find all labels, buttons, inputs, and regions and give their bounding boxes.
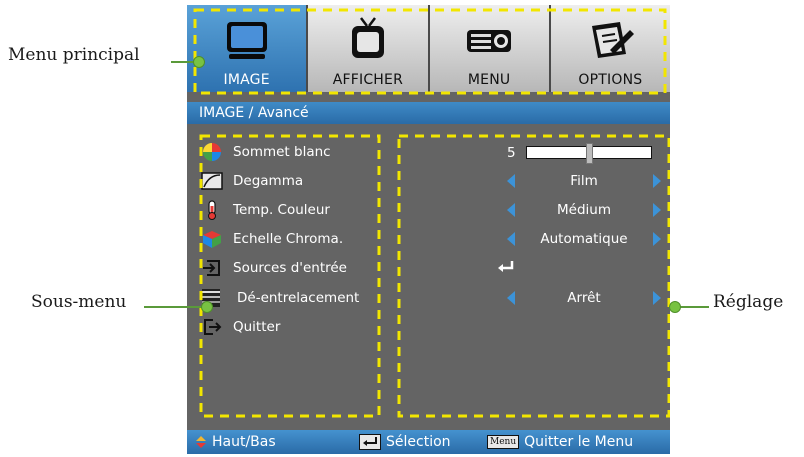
submenu-item-sources-entree[interactable]: Sources d'entrée [201,257,347,279]
callout-dot-menu-principal [193,56,205,68]
enter-key-icon [359,434,381,450]
callout-line-reglage [675,306,709,308]
footer-haut-bas: Haut/Bas [195,430,276,454]
submenu-item-sommet-blanc[interactable]: Sommet blanc [201,141,331,163]
footer-haut-bas-label: Haut/Bas [212,434,276,450]
left-arrow-icon[interactable] [507,291,515,305]
submenu-item-quitter[interactable]: Quitter [201,316,280,338]
callout-dot-reglage [669,301,681,313]
menu-key-icon: Menu [487,435,520,449]
callout-sous-menu: Sous-menu [31,292,127,312]
tab-menu[interactable]: MENU [429,5,549,92]
sommet-blanc-slider-knob[interactable] [586,143,593,164]
tab-image[interactable]: IMAGE [187,5,307,92]
tab-options-label: OPTIONS [578,72,643,88]
submenu-item-echelle-chroma[interactable]: Echelle Chroma. [201,228,343,250]
enter-arrow-icon[interactable] [496,259,516,275]
temp-couleur-value: Médium [557,202,611,218]
temp-couleur-setting[interactable]: Médium [507,199,677,221]
callout-line-menu-principal [171,61,197,63]
tab-afficher[interactable]: AFFICHER [308,5,428,92]
tab-menu-label: MENU [467,72,511,88]
tab-options[interactable]: OPTIONS [550,5,670,92]
callout-menu-principal: Menu principal [8,45,140,65]
input-source-icon [203,260,220,276]
main-menu-tabs: IMAGE AFFICHER MENU [187,5,670,92]
submenu-label: Degamma [233,173,304,189]
submenu-label: Quitter [233,319,281,335]
callout-dot-sous-menu [201,301,213,313]
options-icon [592,22,635,58]
left-arrow-icon[interactable] [507,232,515,246]
projector-icon [467,30,512,52]
submenu-label: Sources d'entrée [233,260,347,276]
callout-reglage: Réglage [713,292,784,312]
footer-selection-label: Sélection [386,434,451,450]
left-arrow-icon[interactable] [507,174,515,188]
tab-afficher-label: AFFICHER [332,72,404,88]
degamma-setting[interactable]: Film [507,170,677,192]
thermometer-icon [208,200,216,220]
right-arrow-icon[interactable] [653,291,661,305]
submenu-label: Sommet blanc [233,144,331,160]
tv-icon [351,17,384,58]
osd-menu: IMAGE AFFICHER MENU [187,5,670,454]
right-arrow-icon[interactable] [653,174,661,188]
footer-selection: Sélection [359,430,451,454]
footer-quitter-menu-label: Quitter le Menu [524,434,634,450]
right-arrow-icon[interactable] [653,232,661,246]
up-down-icon [196,436,206,448]
degamma-value: Film [570,173,598,189]
submenu-item-degamma[interactable]: Degamma [201,170,303,192]
color-wheel-icon [203,143,221,161]
submenu-item-desentrelacement[interactable]: Dé-entrelacement [201,287,359,309]
sommet-blanc-slider[interactable] [526,143,652,164]
desentrelacement-value: Arrêt [567,290,601,306]
highlight-outlines [193,8,670,418]
exit-icon [204,319,222,335]
submenu-item-temp-couleur[interactable]: Temp. Couleur [201,199,330,221]
echelle-chroma-setting[interactable]: Automatique [507,228,677,250]
footer-bar: Haut/Bas Sélection Menu Quitter le Menu [187,430,670,454]
left-arrow-icon[interactable] [507,203,515,217]
right-arrow-icon[interactable] [653,203,661,217]
submenu-label: Dé-entrelacement [237,290,360,306]
desentrelacement-setting[interactable]: Arrêt [507,287,677,309]
submenu-label: Echelle Chroma. [233,231,344,247]
image-icon [226,22,267,59]
echelle-chroma-value: Automatique [540,231,628,247]
callout-line-sous-menu [144,306,204,308]
submenu-label: Temp. Couleur [233,202,330,218]
footer-quitter-menu: Menu Quitter le Menu [487,430,633,454]
tab-image-label: IMAGE [223,72,270,88]
color-cube-icon [203,231,221,248]
breadcrumb: IMAGE / Avancé [187,102,670,124]
sommet-blanc-value: 5 [507,145,516,161]
